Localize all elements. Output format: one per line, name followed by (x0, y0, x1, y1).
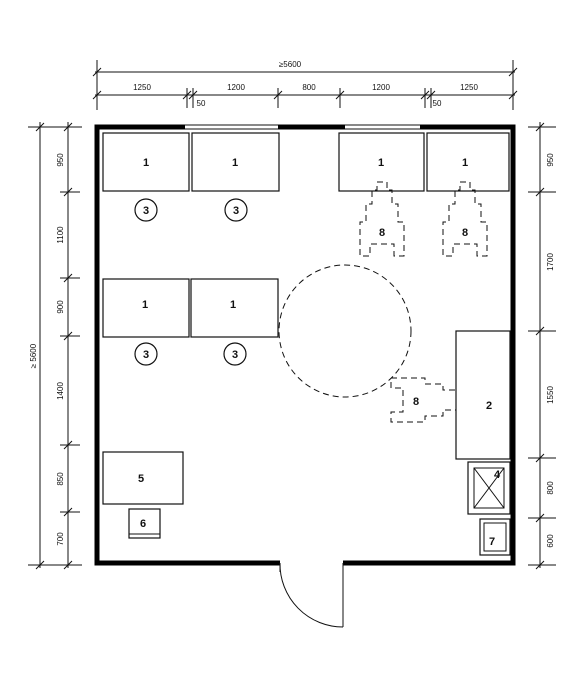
stool-label: 3 (233, 205, 239, 217)
dim-right-4: 800 (546, 481, 555, 495)
table-group-top-right: 1 1 (338, 132, 510, 192)
stool-label: 3 (232, 349, 238, 361)
table (426, 132, 510, 192)
dim-right-1: 950 (546, 153, 555, 167)
table (102, 278, 190, 338)
room-walls (94, 124, 516, 566)
stool (224, 198, 248, 222)
dim-top-4: 800 (302, 83, 316, 92)
dim-top-6: 50 (433, 99, 442, 108)
stool-label: 3 (143, 205, 149, 217)
sink: 4 (467, 461, 511, 515)
dim-top-5: 1200 (372, 83, 390, 92)
left-dimensions: ≥ 5600 950 1100 900 1400 850 700 (28, 122, 82, 570)
dim-left-total: ≥ 5600 (29, 343, 38, 368)
seat-top-1: 8 (359, 181, 405, 257)
top-dimensions: ≥5600 1250 50 1200 800 1200 50 1250 (92, 60, 518, 110)
stool (223, 342, 247, 366)
dim-top-2: 50 (197, 99, 206, 108)
table-group-middle: 1 1 (102, 278, 279, 338)
table-label: 1 (462, 157, 468, 169)
chair-label: 6 (140, 518, 146, 530)
table-label: 1 (143, 157, 149, 169)
seat-label: 8 (462, 227, 468, 239)
table-label: 1 (142, 299, 148, 311)
dim-left-1: 950 (56, 153, 65, 167)
table-group-top-left: 1 1 (102, 132, 280, 192)
board-label: 2 (486, 400, 492, 412)
dim-left-5: 850 (56, 472, 65, 486)
dim-left-4: 1400 (56, 382, 65, 400)
table (102, 132, 190, 192)
sink-label: 4 (494, 469, 501, 481)
dim-left-2: 1100 (56, 226, 65, 244)
dim-left-3: 900 (56, 300, 65, 314)
desk-label: 5 (138, 473, 144, 485)
table (190, 278, 279, 338)
dim-right-3: 1550 (546, 386, 555, 404)
stools: 3 3 3 3 (134, 198, 248, 366)
table (338, 132, 425, 192)
seat-right: 8 (390, 377, 466, 423)
door (279, 562, 344, 628)
dim-top-total: ≥5600 (279, 60, 302, 69)
board (455, 330, 511, 460)
stool (134, 198, 158, 222)
dim-right-2: 1700 (546, 253, 555, 271)
table-label: 1 (232, 157, 238, 169)
bin: 7 (479, 518, 511, 556)
desk (102, 451, 184, 505)
dim-top-7: 1250 (460, 83, 478, 92)
stool (134, 342, 158, 366)
right-dimensions: 950 1700 1550 800 600 (528, 122, 556, 570)
seat-label: 8 (379, 227, 385, 239)
table (191, 132, 280, 192)
stool-label: 3 (143, 349, 149, 361)
table-label: 1 (230, 299, 236, 311)
seat-top-2: 8 (442, 181, 488, 257)
bin-label: 7 (489, 536, 495, 548)
dim-right-5: 600 (546, 534, 555, 548)
dim-top-1: 1250 (133, 83, 151, 92)
dim-top-3: 1200 (227, 83, 245, 92)
dim-left-6: 700 (56, 532, 65, 546)
seat-label: 8 (413, 396, 419, 408)
circulation-circle (278, 264, 412, 398)
table-label: 1 (378, 157, 384, 169)
chair: 6 (128, 508, 161, 539)
